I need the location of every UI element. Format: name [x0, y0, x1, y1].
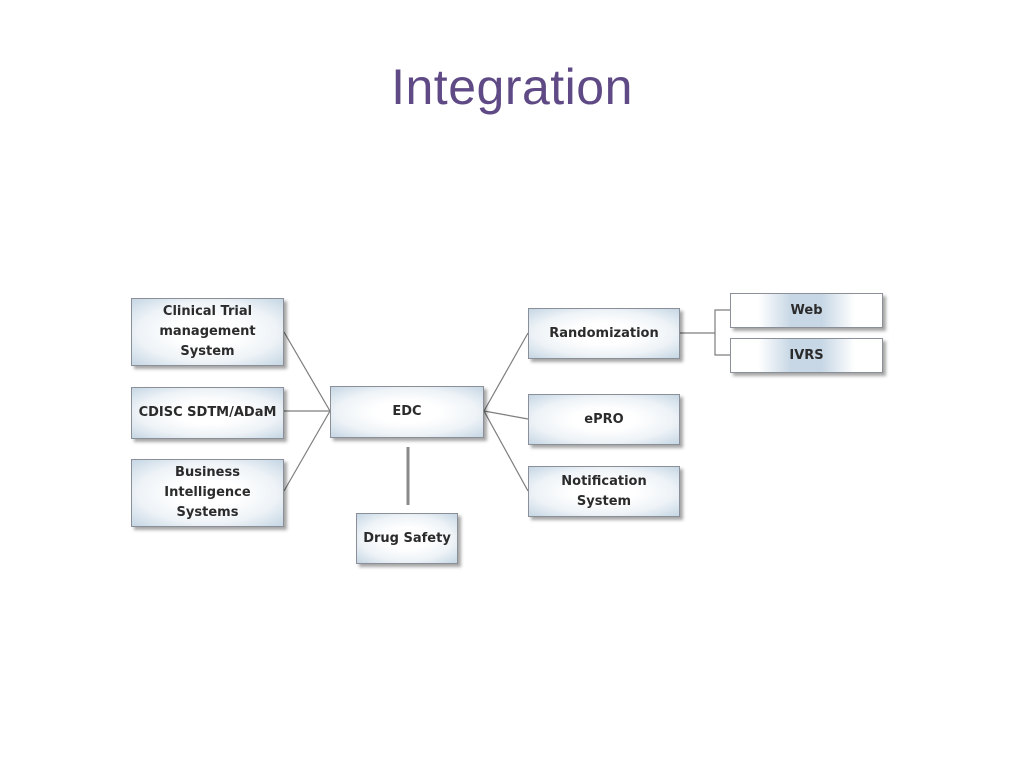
- node-cdisc-label: CDISC SDTM/ADaM: [138, 405, 277, 420]
- connector-randomization-ivrs: [714, 333, 730, 356]
- connector-edc-randomization: [483, 332, 529, 412]
- node-epro: ePRO: [528, 394, 680, 445]
- node-business-intelligence-label: Business Intelligence Systems: [164, 465, 251, 520]
- node-business-intelligence: Business Intelligence Systems: [131, 459, 284, 527]
- slide-title: Integration: [391, 59, 633, 115]
- connector-randomization-web: [680, 309, 730, 334]
- connector-edc-notification: [483, 410, 529, 492]
- node-edc: EDC: [330, 386, 484, 438]
- node-randomization-label: Randomization: [549, 325, 659, 341]
- node-drug-safety: Drug Safety: [356, 513, 458, 564]
- node-randomization: Randomization: [528, 308, 680, 359]
- node-notification-system: Notification System: [528, 466, 680, 517]
- node-ctms-label: Clinical Trial management System: [159, 304, 256, 359]
- connector-edc-bi: [283, 410, 331, 492]
- node-cdisc: CDISC SDTM/ADaM: [131, 387, 284, 439]
- connector-edc-epro: [483, 410, 529, 420]
- connector-edc-ctms: [283, 331, 331, 412]
- node-drug-safety-label: Drug Safety: [363, 530, 451, 546]
- node-ivrs: IVRS: [730, 338, 883, 373]
- node-ctms: Clinical Trial management System: [131, 298, 284, 366]
- node-edc-label: EDC: [392, 404, 422, 419]
- node-web: Web: [730, 293, 883, 328]
- node-web-label: Web: [790, 302, 823, 318]
- node-notification-system-label: Notification System: [561, 473, 647, 509]
- node-epro-label: ePRO: [584, 411, 624, 427]
- node-ivrs-label: IVRS: [789, 347, 824, 363]
